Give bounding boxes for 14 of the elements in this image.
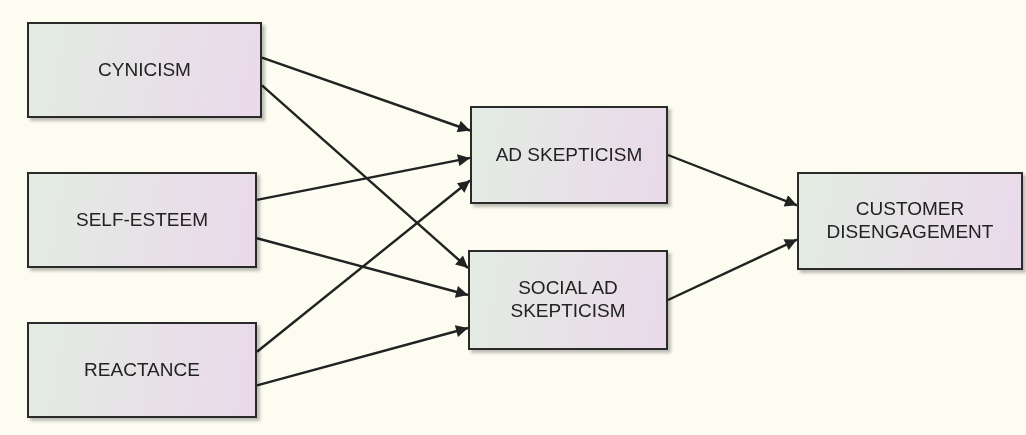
process-box: AD SKEPTICISM — [470, 106, 668, 204]
process-box: CUSTOMER DISENGAGEMENT — [797, 172, 1023, 270]
process-box: SELF-ESTEEM — [27, 172, 257, 268]
process-box: REACTANCE — [27, 322, 257, 418]
arrow — [261, 56, 471, 133]
arrow — [667, 153, 798, 207]
arrow — [261, 84, 469, 269]
process-box: SOCIAL AD SKEPTICISM — [468, 250, 668, 350]
process-box: CYNICISM — [27, 22, 262, 118]
arrow — [256, 179, 471, 353]
arrow — [667, 238, 798, 302]
arrow — [256, 154, 471, 201]
arrow — [256, 237, 469, 298]
arrow — [256, 325, 469, 387]
